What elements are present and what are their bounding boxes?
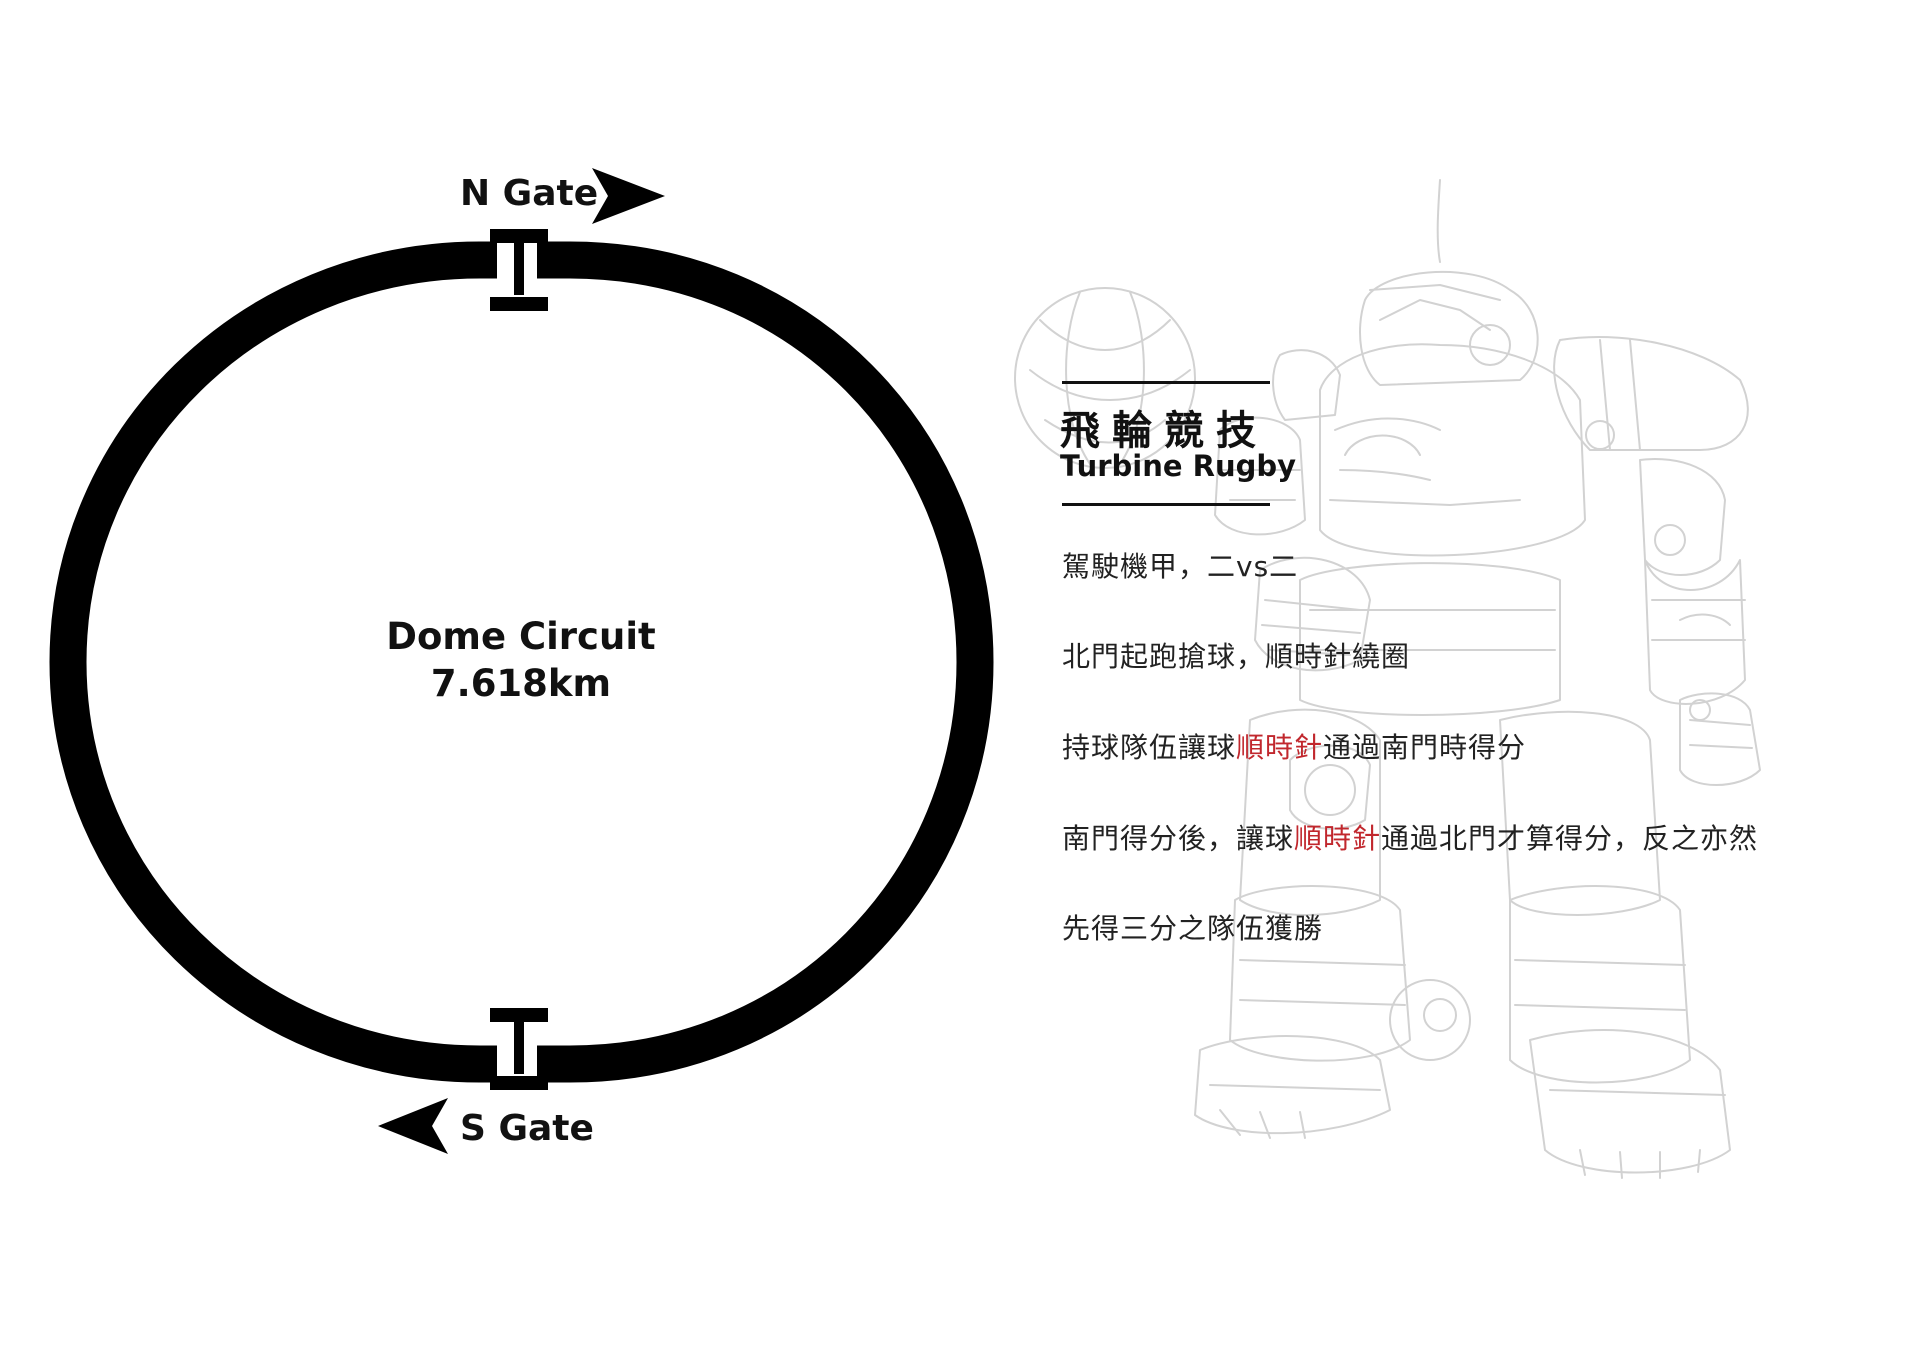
rule-text: 通過南門時得分 [1323,731,1527,764]
rule-line: 南門得分後，讓球順時針通過北門才算得分，反之亦然 [1062,817,1758,857]
south-gate-bar-top [490,1008,548,1022]
south-gate-post [514,1022,524,1074]
rule-highlight: 順時針 [1236,731,1324,764]
north-gate-arrow-icon [592,168,665,224]
north-gate-post [514,243,524,295]
rule-text: 通過北門才算得分，反之亦然 [1381,822,1759,855]
rule-text: 駕駛機甲，二vs二 [1062,550,1299,583]
rule-text: 南門得分後，讓球 [1062,822,1295,855]
title-rule-top [1062,381,1270,384]
south-gate-arrow-icon [378,1098,448,1154]
rule-line: 先得三分之隊伍獲勝 [1062,907,1323,947]
circuit-length: 7.618km [430,662,612,705]
rule-text: 先得三分之隊伍獲勝 [1062,912,1324,945]
rule-text: 北門起跑搶球，順時針繞圈 [1062,640,1411,673]
north-gate-bar-top [490,229,548,243]
north-gate-bar-bottom [490,297,548,311]
rule-line: 持球隊伍讓球順時針通過南門時得分 [1062,726,1526,766]
south-gate-bar-bottom [490,1076,548,1090]
rule-line: 北門起跑搶球，順時針繞圈 [1062,635,1410,675]
circuit-name: Dome Circuit [386,615,656,658]
south-gate-label: S Gate [460,1108,594,1149]
game-title-english: Turbine Rugby [1060,449,1297,483]
north-gate-label: N Gate [460,173,599,214]
game-title-chinese: 飛輪競技 [1060,408,1268,454]
rule-text: 持球隊伍讓球 [1062,731,1237,764]
rule-highlight: 順時針 [1294,822,1382,855]
rule-line: 駕駛機甲，二vs二 [1062,545,1298,585]
title-rule-bottom [1062,503,1270,506]
